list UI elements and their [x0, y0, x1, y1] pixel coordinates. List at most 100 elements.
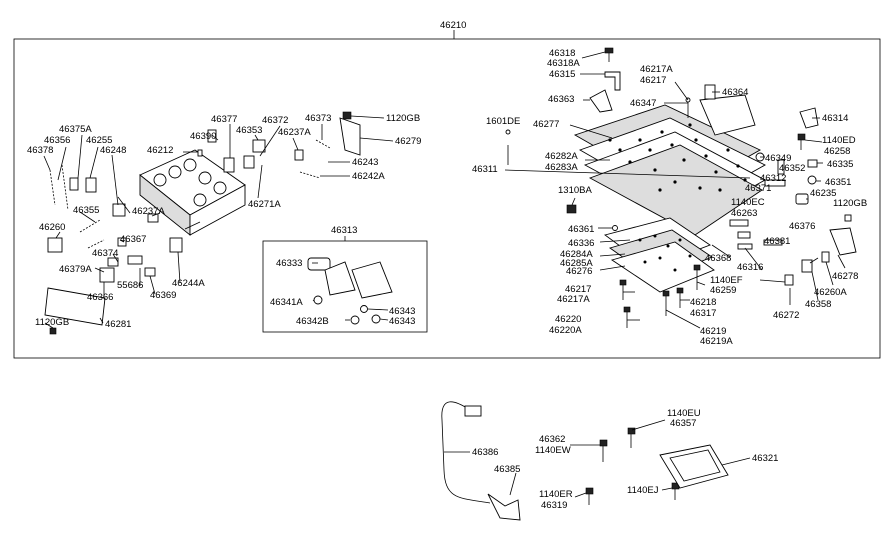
label-1140EU: 1140EU [667, 408, 701, 419]
label-46376: 46376 [789, 221, 815, 232]
label-46263: 46263 [731, 208, 757, 219]
label-46282A: 46282A [545, 151, 578, 162]
label-46217: 46217 [565, 284, 591, 295]
valve-body-stack [573, 84, 766, 236]
upper-valve-body [139, 149, 246, 236]
label-46363: 46363 [548, 94, 574, 105]
label-46357: 46357 [670, 418, 696, 429]
labels: 46318 46318A 46315 46217A 46217 46364 46… [27, 48, 867, 511]
label-46219: 46219 [700, 326, 726, 337]
label-1140EF: 1140EF [710, 275, 743, 286]
label-46362: 46362 [539, 434, 565, 445]
label-1310BA: 1310BA [558, 185, 592, 196]
label-46374: 46374 [92, 248, 118, 259]
label-46220A: 46220A [549, 325, 582, 336]
label-46377: 46377 [211, 114, 237, 125]
left-leaders [43, 115, 394, 329]
label-46237A-top: 46237A [278, 127, 311, 138]
right-small-parts [505, 47, 857, 328]
label-46318: 46318 [549, 48, 575, 59]
label-46210: 46210 [440, 20, 466, 31]
label-46281: 46281 [105, 319, 131, 330]
label-46272: 46272 [773, 310, 799, 321]
label-46390: 46390 [190, 131, 216, 142]
label-1140EW: 1140EW [535, 445, 571, 456]
inset-leaders [312, 262, 389, 321]
label-46244A: 46244A [172, 278, 205, 289]
label-46369: 46369 [150, 290, 176, 301]
label-1140ER: 1140ER [539, 489, 573, 500]
label-46318A: 46318A [547, 58, 580, 69]
label-46217-top: 46217 [640, 75, 666, 86]
label-46259: 46259 [710, 285, 736, 296]
label-46373: 46373 [305, 113, 331, 124]
label-46312: 46312 [760, 173, 786, 184]
label-46313: 46313 [331, 225, 357, 236]
label-46378: 46378 [27, 145, 53, 156]
label-1120GB-top: 1120GB [386, 113, 420, 124]
label-46317: 46317 [690, 308, 716, 319]
label-46364: 46364 [722, 87, 748, 98]
lower-valve-body [603, 217, 715, 293]
label-46277: 46277 [533, 119, 559, 130]
label-46260: 46260 [39, 222, 65, 233]
label-46336: 46336 [568, 238, 594, 249]
label-46342B: 46342B [296, 316, 329, 327]
label-46343-b: 46343 [389, 316, 415, 327]
label-1140EC: 1140EC [731, 197, 765, 208]
label-46255: 46255 [86, 135, 112, 146]
label-46243: 46243 [352, 157, 378, 168]
label-46367: 46367 [120, 234, 146, 245]
label-46372: 46372 [262, 115, 288, 126]
label-46358: 46358 [805, 299, 831, 310]
label-46248: 46248 [100, 145, 126, 156]
label-46242A: 46242A [352, 171, 385, 182]
label-46316: 46316 [737, 262, 763, 273]
label-46386: 46386 [472, 447, 498, 458]
label-46217A-top: 46217A [640, 64, 673, 75]
label-46349: 46349 [765, 153, 791, 164]
label-1120GB-left: 1120GB [35, 317, 69, 328]
label-46319: 46319 [541, 500, 567, 511]
label-46284A: 46284A [560, 249, 593, 260]
label-46220: 46220 [555, 314, 581, 325]
label-46341A: 46341A [270, 297, 303, 308]
label-46237A: 46237A [132, 206, 165, 217]
label-46260A: 46260A [814, 287, 847, 298]
label-46283A: 46283A [545, 162, 578, 173]
label-46212: 46212 [147, 145, 173, 156]
label-46235: 46235 [810, 188, 836, 199]
label-46279: 46279 [395, 136, 421, 147]
label-46335: 46335 [827, 159, 853, 170]
label-1140ED: 1140ED [822, 135, 856, 146]
assembly-frame [13, 38, 881, 359]
label-1601DE: 1601DE [486, 116, 520, 127]
solenoid-assembly [307, 257, 393, 325]
label-46347: 46347 [630, 98, 656, 109]
label-46356: 46356 [44, 135, 70, 146]
bottom-parts [441, 401, 729, 521]
label-46343-a: 46343 [389, 306, 415, 317]
label-46353: 46353 [236, 125, 262, 136]
label-46371: 46371 [745, 183, 771, 194]
label-46355: 46355 [73, 205, 99, 216]
label-46385: 46385 [494, 464, 520, 475]
label-46219A: 46219A [700, 336, 733, 347]
label-46368: 46368 [705, 253, 731, 264]
left-small-parts [44, 111, 361, 335]
label-46278: 46278 [832, 271, 858, 282]
label-46285A: 46285A [560, 258, 593, 269]
label-46321: 46321 [752, 453, 778, 464]
label-46333: 46333 [276, 258, 302, 269]
label-46315: 46315 [549, 69, 575, 80]
label-46258: 46258 [824, 146, 850, 157]
bottom-leaders [444, 419, 751, 498]
label-1140EJ: 1140EJ [627, 485, 659, 496]
label-46217A: 46217A [557, 294, 590, 305]
label-46271A: 46271A [248, 199, 281, 210]
label-46314: 46314 [822, 113, 848, 124]
label-55686: 55686 [117, 280, 143, 291]
label-46276: 46276 [566, 266, 592, 277]
label-46366: 46366 [87, 292, 113, 303]
